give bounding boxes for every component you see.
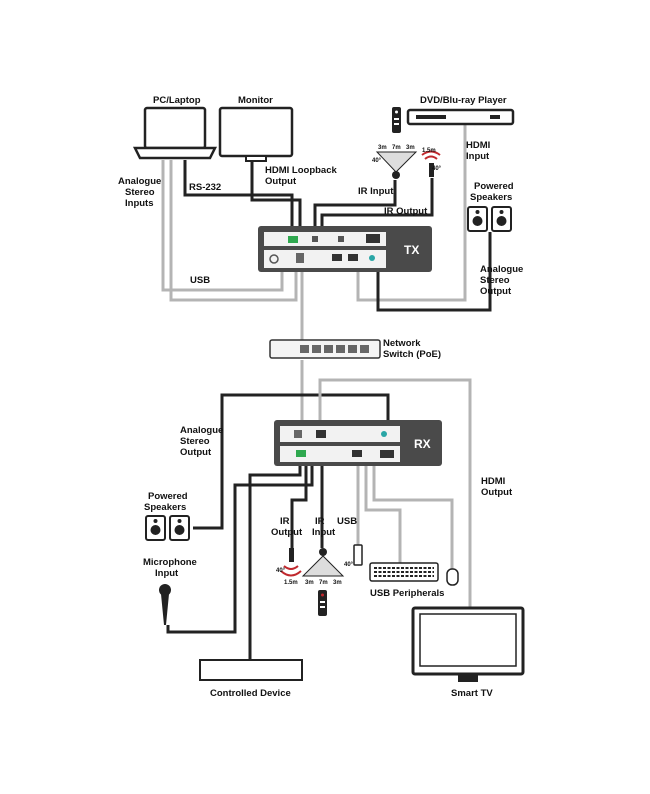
usb-tx-label: USB — [190, 275, 210, 286]
monitor — [218, 106, 294, 162]
mouse-icon — [446, 568, 459, 586]
ir-emitter-tx — [421, 150, 441, 177]
controlled-device-label: Controlled Device — [210, 688, 291, 699]
cables — [161, 118, 492, 660]
microphone-label-1: Microphone — [143, 557, 197, 568]
network-switch-label-2: Switch (PoE) — [383, 349, 441, 360]
powered-speakers-rx-label-2: Speakers — [144, 502, 186, 513]
dvd-player — [406, 108, 515, 126]
microphone-label-2: Input — [155, 568, 179, 579]
ir-output-cable — [320, 178, 434, 232]
ir-emitter-angle-rx: 40° — [276, 568, 286, 574]
analogue-out-tx-label-1: Analogue — [480, 264, 523, 275]
powered-speakers-tx-label-1: Powered — [474, 181, 514, 192]
hdmi-loopback-label-1: HDMI Loopback — [265, 165, 337, 176]
network-switch — [269, 339, 381, 359]
usb-tx-cable — [169, 160, 298, 302]
ir-range-far-rx: 3m — [333, 580, 342, 586]
analogue-output-tx-cable — [376, 232, 492, 312]
ir-input-rx-label-2: Input — [312, 527, 336, 538]
pc-laptop — [132, 106, 218, 160]
analogue-in-label-1: Analogue — [118, 176, 161, 187]
hdmi-output-cable — [318, 378, 472, 610]
ir-range-mid-rx: 7m — [319, 580, 328, 586]
dvd-player-label: DVD/Blu-ray Player — [420, 95, 507, 106]
powered-speakers-tx — [467, 206, 512, 232]
ir-range-mid-tx: 7m — [392, 145, 401, 151]
analogue-out-rx-label-1: Analogue — [180, 425, 223, 436]
usb-rx-label: USB — [337, 516, 357, 527]
mouse-cable — [372, 465, 454, 570]
ir-angle-rx: 40° — [344, 562, 354, 568]
ir-range-near-rx: 3m — [305, 580, 314, 586]
control-cable — [248, 465, 302, 660]
network-switch-label-1: Network — [383, 338, 421, 349]
hdmi-loopback-label-2: Output — [265, 176, 297, 187]
hdmi-output-label-1: HDMI — [481, 476, 505, 487]
monitor-label: Monitor — [238, 95, 273, 106]
powered-speakers-rx-label-1: Powered — [148, 491, 188, 502]
rs232-label: RS-232 — [189, 182, 221, 193]
analogue-in-label-3: Inputs — [125, 198, 154, 209]
hdmi-loopback-cable — [250, 160, 302, 232]
ir-emitter-rx — [280, 548, 302, 577]
ir-angle-tx: 40° — [372, 158, 382, 164]
usb-drive-icon — [353, 544, 363, 566]
rs232-cable — [183, 160, 294, 232]
remote-control-tx — [392, 107, 401, 133]
analogue-output-rx-cable — [193, 393, 390, 530]
hdmi-input-label-1: HDMI — [466, 140, 490, 151]
hdmi-input-label-2: Input — [466, 151, 490, 162]
ir-range-far-tx: 3m — [406, 145, 415, 151]
keyboard-cable — [364, 465, 402, 563]
ir-emitter-range-tx: 1.5m — [422, 148, 436, 154]
analogue-input-cable — [161, 160, 284, 292]
analogue-out-tx-label-2: Stereo — [480, 275, 510, 286]
smart-tv — [411, 606, 525, 682]
mic-cable — [166, 465, 314, 634]
usb-peripherals-label: USB Peripherals — [370, 588, 444, 599]
tx-unit — [258, 226, 432, 272]
powered-speakers-rx — [145, 515, 190, 541]
ir-emitter-range-rx: 1.5m — [284, 580, 298, 586]
ir-output-rx-cable — [290, 465, 308, 548]
ir-input-rx-label-1: IR — [315, 516, 325, 527]
analogue-out-rx-label-2: Stereo — [180, 436, 210, 447]
analogue-in-label-2: Stereo — [125, 187, 155, 198]
ir-output-rx-label-2: Output — [271, 527, 303, 538]
keyboard-icon — [369, 562, 439, 582]
controlled-device — [199, 659, 303, 681]
pc-laptop-label: PC/Laptop — [153, 95, 201, 106]
ir-range-near-tx: 3m — [378, 145, 387, 151]
rx-unit-label: RX — [414, 437, 431, 451]
smart-tv-label: Smart TV — [451, 688, 493, 699]
microphone-icon — [159, 584, 171, 625]
ir-emitter-angle-tx: 40° — [432, 166, 442, 172]
ir-output-tx-label: IR Output — [384, 206, 428, 217]
rx-unit — [274, 420, 442, 466]
hdmi-output-label-2: Output — [481, 487, 513, 498]
remote-control-rx — [318, 590, 327, 616]
ir-output-rx-label-1: IR — [280, 516, 290, 527]
analogue-out-tx-label-3: Output — [480, 286, 512, 297]
tx-unit-label: TX — [404, 243, 419, 257]
analogue-out-rx-label-3: Output — [180, 447, 212, 458]
powered-speakers-tx-label-2: Speakers — [470, 192, 512, 203]
ir-input-tx-label: IR Input — [358, 186, 394, 197]
ir-receiver-tx — [375, 151, 418, 179]
ir-receiver-rx — [301, 548, 345, 577]
ir-input-cable — [313, 180, 397, 232]
